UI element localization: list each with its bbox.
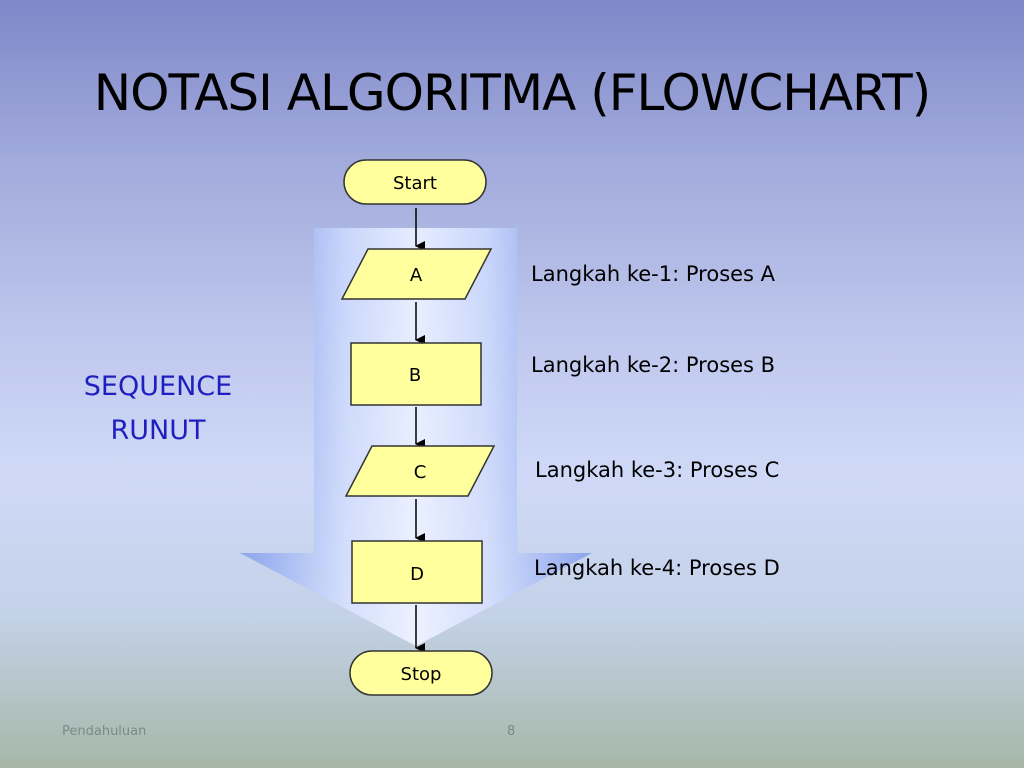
start-label: Start bbox=[393, 173, 437, 194]
step-d-process bbox=[351, 540, 483, 604]
step-c-description: Langkah ke-3: Proses C bbox=[535, 458, 780, 482]
sequence-label-line2: RUNUT bbox=[110, 415, 206, 446]
step-a-description: Langkah ke-1: Proses A bbox=[531, 262, 776, 286]
step-b-process bbox=[350, 342, 482, 406]
footer-section-name: Pendahuluan bbox=[62, 724, 147, 739]
sequence-label: SEQUENCE RUNUT bbox=[58, 365, 258, 453]
page-number: 8 bbox=[507, 724, 516, 739]
step-c-label: C bbox=[414, 462, 427, 483]
step-b-label: B bbox=[409, 365, 421, 386]
slide-title: NOTASI ALGORITMA (FLOWCHART) bbox=[93, 64, 931, 122]
sequence-label-line1: SEQUENCE bbox=[83, 371, 233, 402]
step-c-io bbox=[344, 445, 496, 497]
step-a-io bbox=[340, 248, 493, 300]
stop-terminator bbox=[349, 650, 493, 696]
stop-label: Stop bbox=[401, 664, 442, 685]
step-a-label: A bbox=[410, 265, 423, 286]
step-b-description: Langkah ke-2: Proses B bbox=[531, 353, 776, 377]
step-d-label: D bbox=[410, 564, 424, 585]
start-terminator bbox=[343, 159, 487, 205]
step-d-description: Langkah ke-4: Proses D bbox=[534, 556, 780, 580]
